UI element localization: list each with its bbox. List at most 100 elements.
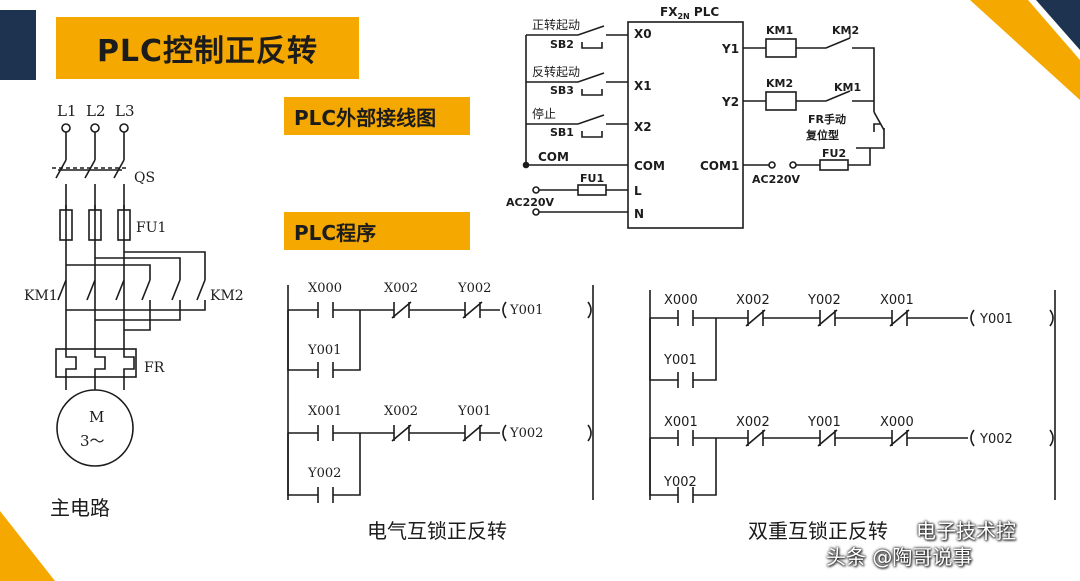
coil-y002-double [970,429,975,447]
watermark-line2: 头条 @陶哥说事 [826,545,973,569]
power-in-terminal-1 [532,186,540,194]
corner-decoration-right [970,0,1080,100]
phase-label-l3: L3 [115,102,135,120]
ladder1-caption: 电气互锁正反转 [367,519,507,543]
d-coil-label-y001: Y001 [979,312,1013,327]
phase-label-l2: L2 [86,102,106,120]
terminal-x2: X2 [634,120,652,134]
fr-note-line2: 复位型 [805,128,839,142]
d-contact-y001-r2: Y001 [807,415,841,430]
fuse-label-fu2: FU2 [822,147,846,160]
d-contact-x001: X001 [880,293,914,308]
terminal-l1 [61,123,71,133]
switch-qs [55,159,125,179]
terminal-y1: Y1 [721,42,739,56]
button-sb1 [526,114,628,138]
coil-label-y001: Y001 [509,303,543,318]
coil-y001-rung1 [502,301,507,319]
contact-x002-r2: X002 [384,404,418,419]
d-contact-x000-r2: X000 [880,415,914,430]
coil-label-y002: Y002 [509,426,543,441]
switch-label-qs: QS [134,170,155,186]
wiring-diagram-label: PLC外部接线图 [284,97,470,135]
plc-box [627,21,744,229]
page-title: PLC控制正反转 [56,17,359,79]
terminal-l3 [119,123,129,133]
terminal-x0: X0 [634,27,652,41]
ladder-double-interlock: X000 X002 Y002 X001 Y001 Y001 X001 X002 … [649,290,1056,503]
motor-label-m: M [89,408,104,426]
fr-contact [856,111,885,149]
contactor-km2 [141,279,206,301]
power-out-terminal-2 [789,161,797,169]
contactor-label-km2: KM2 [210,288,244,304]
interlock-label-km1: KM1 [834,81,861,94]
contact-y002: Y002 [457,281,491,296]
fuse-label-fu1-plc: FU1 [580,172,604,185]
terminal-l: L [634,184,642,198]
d-contact-x002: X002 [736,293,770,308]
plc-wiring-diagram: FX2N PLC X0 X1 X2 COM L N 正转起动 SB2 反转起动 … [506,5,885,229]
fuse-fu1-plc [577,184,607,196]
watermark-line1: 电子技术控 [916,519,1016,543]
ladder-electrical-interlock: X000 X002 Y002 Y001 Y001 X001 X002 Y001 … [287,281,594,503]
contactor-label-km1: KM1 [24,288,58,304]
power-out-label: AC220V [752,173,801,186]
input-label-reverse-start: 反转起动 [532,64,580,79]
plc-title: FX2N PLC [660,5,719,21]
coil-km2 [765,91,797,111]
motor-label-phase: 3～ [80,432,105,450]
interlock-label-km2: KM2 [832,24,859,37]
d-contact-x002-r2: X002 [736,415,770,430]
contact-x000: X000 [308,281,342,296]
contact-x002: X002 [384,281,418,296]
fuse-label-fu1: FU1 [136,220,166,236]
main-circuit: L1 L2 L3 QS FU1 KM1 KM2 FR [24,102,244,467]
coil-y001-double [970,309,975,327]
fr-note-line1: FR手动 [808,112,846,126]
overload-relay-fr [55,348,137,378]
coil-km1 [765,38,797,58]
corner-decoration-bottom-left [0,511,55,581]
contactor-km1 [57,279,125,301]
d-coil-label-y002: Y002 [979,432,1013,447]
terminal-com: COM [634,159,665,173]
d-contact-y002: Y002 [807,293,841,308]
power-in-terminal-2 [532,208,540,216]
terminal-com1: COM1 [700,159,739,173]
fuse-fu2 [819,159,849,171]
button-sb3 [526,72,628,96]
plc-program-label: PLC程序 [284,212,470,250]
d-contact-x000: X000 [664,293,698,308]
motor [56,389,134,467]
com-left-label: COM [538,150,569,164]
input-label-forward-start: 正转起动 [532,17,580,32]
hold-y001: Y001 [307,343,341,358]
d-contact-x001-r2: X001 [664,415,698,430]
hold-y002: Y002 [307,466,341,481]
coil-label-km2: KM2 [766,77,793,90]
button-label-sb3: SB3 [550,84,574,97]
coil-label-km1: KM1 [766,24,793,37]
main-circuit-caption: 主电路 [50,496,110,520]
button-sb2 [526,25,628,49]
ladder2-caption: 双重互锁正反转 [748,519,888,543]
contact-y001: Y001 [457,404,491,419]
corner-decoration-left [0,10,36,80]
overload-label-fr: FR [144,360,165,376]
terminal-l2 [90,123,100,133]
contact-x001: X001 [308,404,342,419]
power-in-label: AC220V [506,196,555,209]
terminal-y2: Y2 [721,95,739,109]
d-hold-y002: Y002 [663,475,697,490]
input-label-stop: 停止 [532,106,556,121]
button-label-sb1: SB1 [550,126,574,139]
phase-label-l1: L1 [57,102,77,120]
terminal-n: N [634,207,644,221]
d-hold-y001: Y001 [663,353,697,368]
button-label-sb2: SB2 [550,38,574,51]
terminal-x1: X1 [634,79,652,93]
power-out-terminal-1 [768,161,776,169]
coil-y002-rung2 [502,424,507,442]
